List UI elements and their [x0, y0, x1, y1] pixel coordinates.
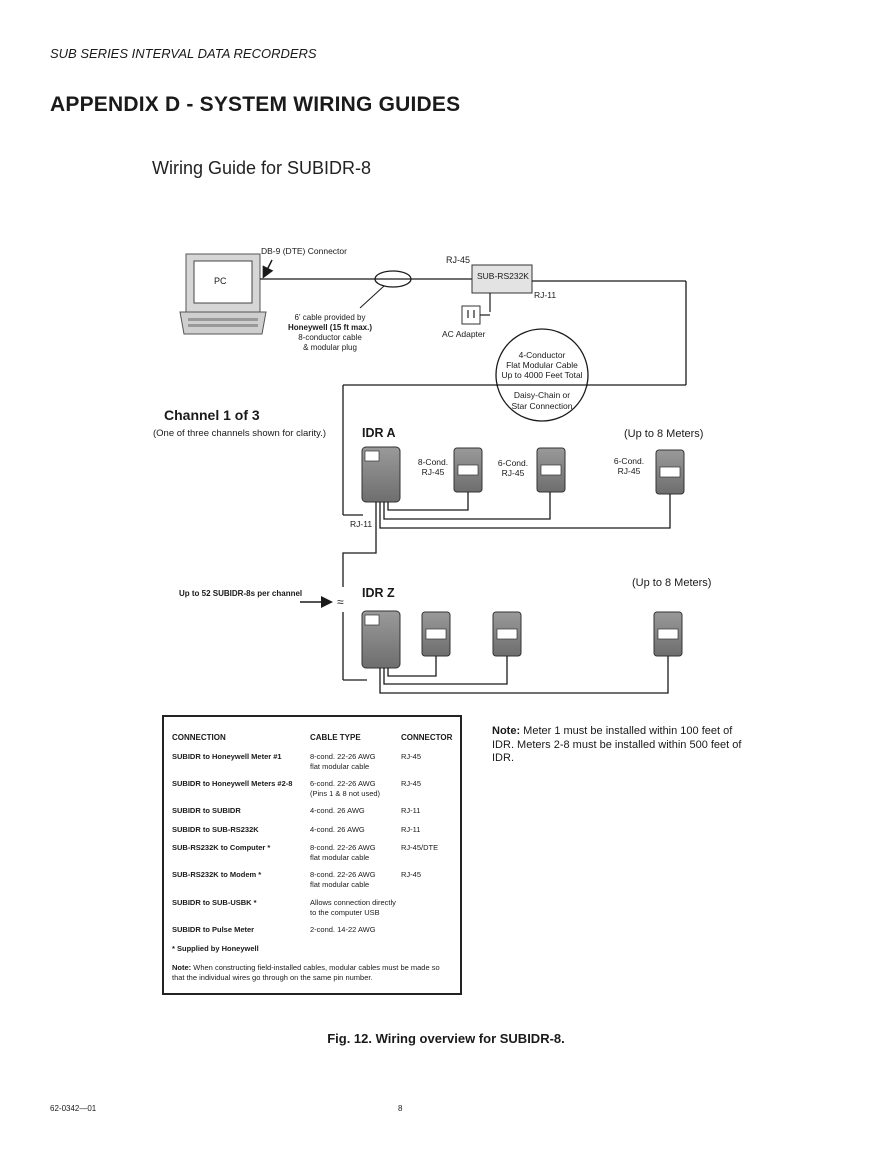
sub-rs232k-device — [471, 264, 533, 294]
pc-computer-icon — [179, 253, 267, 335]
connection-table: CONNECTION CABLE TYPE CONNECTOR SUBIDR t… — [162, 715, 462, 995]
cond6b-line2: RJ-45 — [618, 466, 641, 476]
pc-label: PC — [214, 276, 227, 286]
col-header-connection: CONNECTION — [172, 733, 226, 742]
break-symbol: ≈ — [337, 595, 344, 609]
channel-subtitle: (One of three channels shown for clarity… — [153, 428, 326, 439]
cond6a-line1: 6-Cond. — [498, 458, 528, 468]
cable-callout-ellipse — [374, 270, 412, 288]
col-header-cable-type: CABLE TYPE — [310, 733, 361, 742]
up-to-8-meters-a: (Up to 8 Meters) — [624, 428, 703, 440]
cable-note-line4: & modular plug — [303, 343, 357, 352]
cond6b-line1: 6-Cond. — [614, 456, 644, 466]
channel-title: Channel 1 of 3 — [164, 407, 260, 423]
db9-label: DB-9 (DTE) Connector — [261, 246, 347, 256]
cond6a-line2: RJ-45 — [502, 468, 525, 478]
idr-a-meter-wiring — [342, 492, 671, 587]
doc-number: 62-0342—01 — [50, 1104, 97, 1113]
sub-rs232k-label: SUB-RS232K — [477, 271, 529, 281]
side-note: Note: Meter 1 must be installed within 1… — [492, 725, 742, 764]
ac-adapter-label: AC Adapter — [442, 329, 486, 339]
cond8-line2: RJ-45 — [422, 467, 445, 477]
circle-line1: 4-Conductor — [519, 350, 566, 360]
idr-a-label: IDR A — [362, 426, 396, 440]
rj11-top-label: RJ-11 — [534, 290, 556, 300]
col-header-connector: CONNECTOR — [401, 733, 453, 742]
circle-line2: Flat Modular Cable — [506, 360, 578, 370]
circle-line5: Star Connection — [512, 401, 573, 411]
page-number: 8 — [398, 1104, 403, 1113]
db9-arrow — [262, 259, 274, 279]
running-head: SUB SERIES INTERVAL DATA RECORDERS — [50, 46, 317, 61]
circle-line4: Daisy-Chain or — [514, 390, 570, 400]
wiring-guide-title: Wiring Guide for SUBIDR-8 — [152, 158, 372, 178]
rj11-left-label: RJ-11 — [350, 519, 372, 529]
cable-note-line2: Honeywell (15 ft max.) — [288, 323, 372, 332]
idr-z-label: IDR Z — [362, 586, 395, 600]
figure-caption: Fig. 12. Wiring overview for SUBIDR-8. — [327, 1031, 565, 1046]
up-to-8-meters-z: (Up to 8 Meters) — [632, 577, 711, 589]
cable-callout-leader — [359, 285, 385, 309]
up-to-52-label: Up to 52 SUBIDR-8s per channel — [179, 589, 302, 598]
idr-z-meter-wiring — [379, 656, 669, 694]
table-note: Note: When constructing field-installed … — [172, 963, 440, 982]
cable-spec-circle — [495, 328, 589, 422]
supplied-note: * Supplied by Honeywell — [172, 944, 259, 953]
circle-line3: Up to 4000 Feet Total — [501, 370, 582, 380]
appendix-title: APPENDIX D - SYSTEM WIRING GUIDES — [50, 93, 461, 116]
ac-adapter-icon — [461, 305, 481, 325]
cable-note-line1: 6' cable provided by — [295, 313, 366, 322]
rj45-top-label: RJ-45 — [446, 255, 470, 265]
cond8-line1: 8-Cond. — [418, 457, 448, 467]
cable-note-line3: 8-conductor cable — [298, 333, 362, 342]
